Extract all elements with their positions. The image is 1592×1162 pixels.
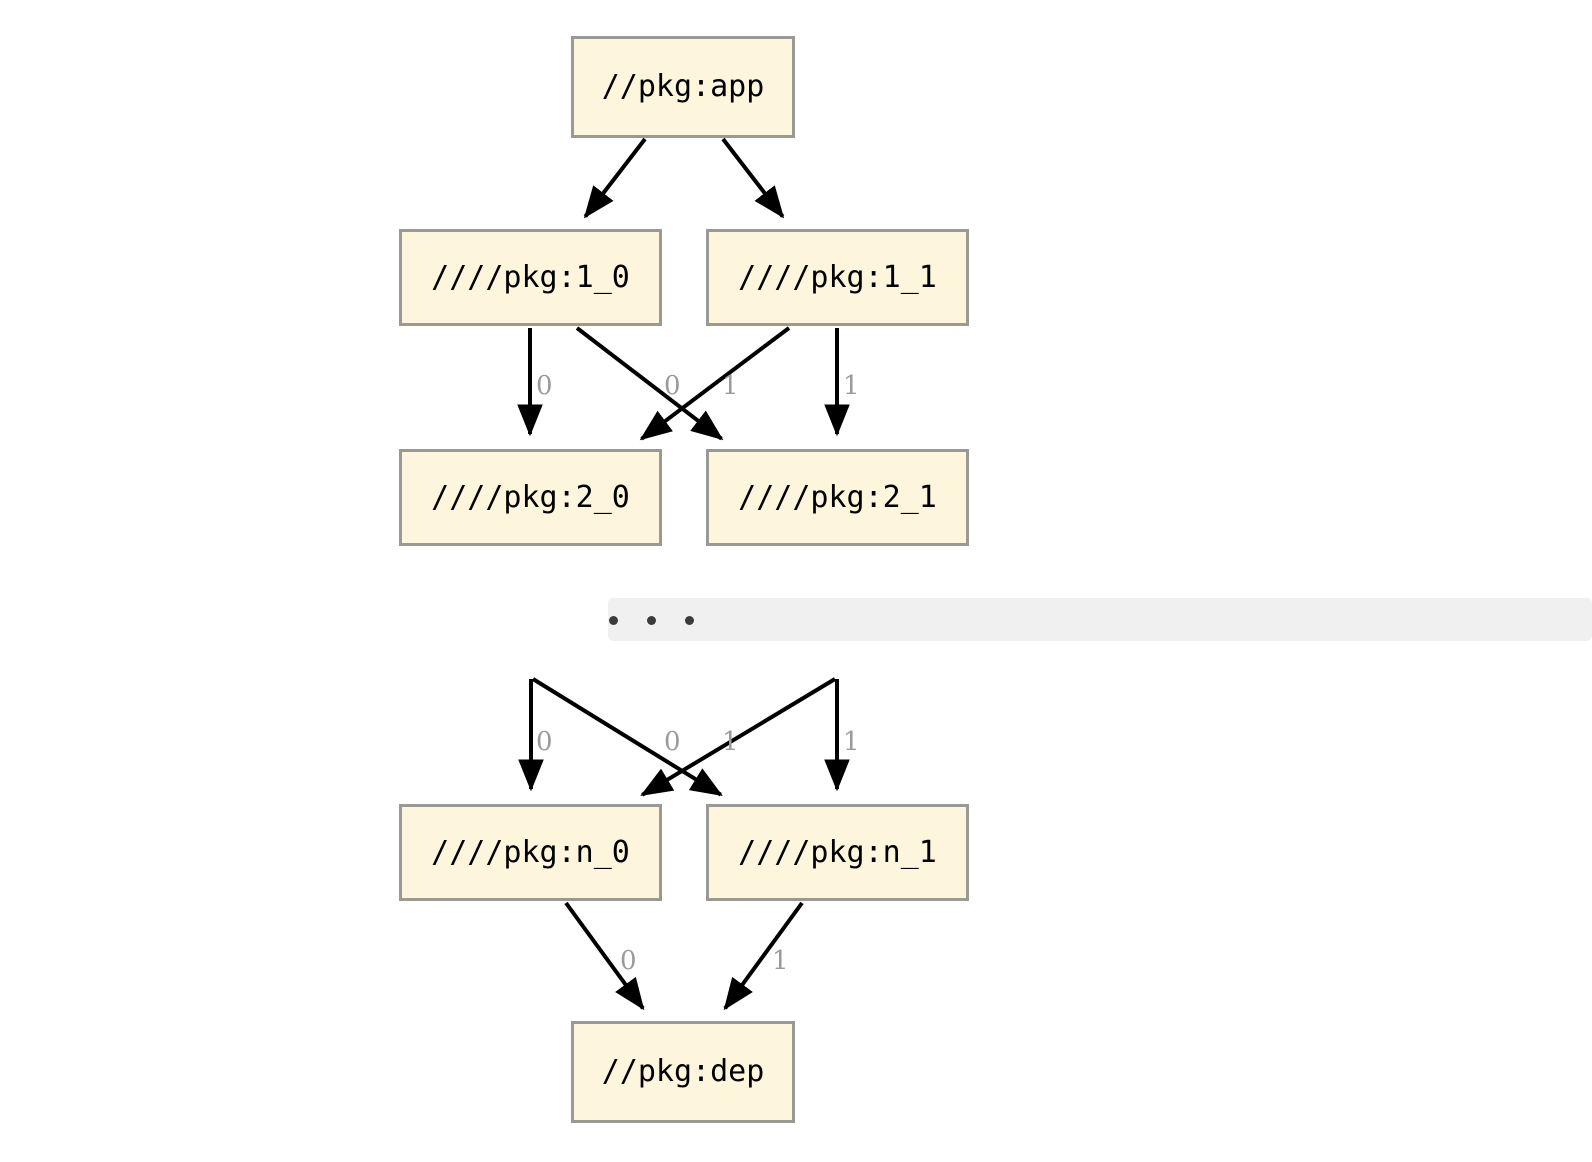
graph-edge-label-e-cut-n_0: 0 xyxy=(536,727,553,757)
graph-node-label: ////pkg:2_0 xyxy=(431,479,630,515)
graph-node-label: ////pkg:n_1 xyxy=(738,834,937,870)
graph-edge-label-e-1_1-2_1: 1 xyxy=(843,371,860,401)
graph-node-nn_1[interactable]: ////pkg:n_1 xyxy=(706,804,969,901)
graph-node-label: ////pkg:n_0 xyxy=(431,834,630,870)
graph-node-label: ////pkg:2_1 xyxy=(738,479,937,515)
graph-edge-e-app-1_1[interactable] xyxy=(721,137,785,219)
graph-edge-label-e-cut-n_1: 0 xyxy=(664,727,681,757)
truncation-dot xyxy=(609,616,618,625)
graph-edge-label-e-cut2-n_0: 1 xyxy=(722,727,739,757)
graph-node-label: ////pkg:1_0 xyxy=(431,259,630,295)
graph-edge-e-1_0-2_1[interactable] xyxy=(575,326,724,441)
graph-node-app[interactable]: //pkg:app xyxy=(571,36,795,138)
graph-node-label: //pkg:dep xyxy=(601,1054,765,1089)
graph-node-label: //pkg:app xyxy=(601,69,765,104)
graph-node-nn_0[interactable]: ////pkg:n_0 xyxy=(399,804,662,901)
graph-edge-e-app-1_0[interactable] xyxy=(583,137,647,219)
graph-edge-e-1_1-2_0[interactable] xyxy=(639,326,791,441)
graph-edge-label-e-n_1-dep: 1 xyxy=(772,946,789,976)
graph-edge-e-n_0-dep[interactable] xyxy=(564,901,645,1011)
graph-node-n1_0[interactable]: ////pkg:1_0 xyxy=(399,229,662,326)
graph-edge-label-e-1_0-2_0: 0 xyxy=(536,371,553,401)
graph-edge-e-cut2-n_0[interactable] xyxy=(640,677,837,797)
graph-node-label: ////pkg:1_1 xyxy=(738,259,937,295)
graph-edge-e-cut-n_1[interactable] xyxy=(531,677,723,797)
graph-edge-label-e-1_1-2_0: 1 xyxy=(722,371,739,401)
graph-node-n2_1[interactable]: ////pkg:2_1 xyxy=(706,449,969,546)
graph-edge-label-e-n_0-dep: 0 xyxy=(620,946,637,976)
graph-edge-label-e-1_0-2_1: 0 xyxy=(664,371,681,401)
truncation-dot xyxy=(685,616,694,625)
truncation-dot xyxy=(647,616,656,625)
graph-edge-label-e-cut2-n_1: 1 xyxy=(843,727,860,757)
graph-node-n2_0[interactable]: ////pkg:2_0 xyxy=(399,449,662,546)
truncation-band xyxy=(608,598,1592,641)
graph-node-n1_1[interactable]: ////pkg:1_1 xyxy=(706,229,969,326)
graph-edge-e-n_1-dep[interactable] xyxy=(723,901,804,1011)
truncation-dots xyxy=(609,616,694,625)
graph-node-dep[interactable]: //pkg:dep xyxy=(571,1021,795,1123)
